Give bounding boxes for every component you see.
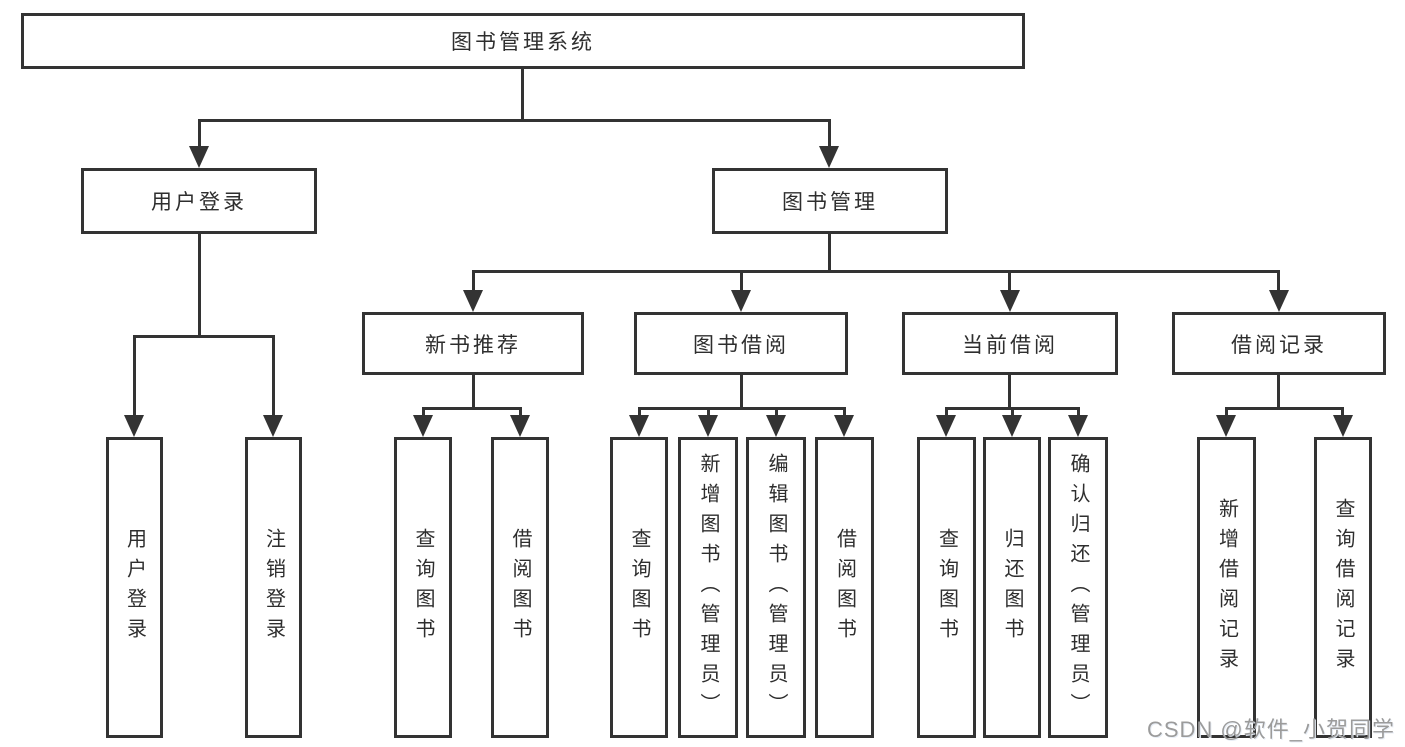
- connector-line: [472, 270, 475, 294]
- connector-line: [1008, 375, 1011, 410]
- system-root-box: 图书管理系统: [21, 13, 1025, 69]
- arrow-down-icon: [834, 415, 854, 437]
- arrow-down-icon: [766, 415, 786, 437]
- leaf-query-borrow-record: 查询借阅记录: [1314, 437, 1372, 738]
- connector-line: [1011, 407, 1014, 417]
- new-book-recommend-box: 新书推荐: [362, 312, 584, 375]
- connector-line: [519, 407, 522, 417]
- arrow-down-icon: [936, 415, 956, 437]
- leaf-add-book-admin: 新增图书（管理员）: [678, 437, 738, 738]
- connector-line: [272, 335, 275, 416]
- leaf-return-book: 归还图书: [983, 437, 1041, 738]
- connector-line: [945, 407, 948, 417]
- arrow-down-icon: [1333, 415, 1353, 437]
- user-login-box: 用户登录: [81, 168, 317, 234]
- arrow-down-icon: [263, 415, 283, 437]
- csdn-watermark: CSDN @软件_小贺同学: [1146, 717, 1395, 742]
- leaf-borrow-book: 借阅图书: [815, 437, 874, 738]
- borrow-record-box: 借阅记录: [1172, 312, 1386, 375]
- connector-line: [1225, 407, 1228, 417]
- book-borrow-box: 图书借阅: [634, 312, 848, 375]
- connector-line: [775, 407, 778, 417]
- leaf-logout-login: 注销登录: [245, 437, 302, 738]
- connector-line: [740, 270, 743, 294]
- arrow-down-icon: [698, 415, 718, 437]
- connector-line: [422, 407, 425, 417]
- connector-line: [1277, 375, 1280, 410]
- connector-line: [198, 234, 201, 338]
- connector-line: [638, 407, 641, 417]
- connector-line: [638, 407, 845, 410]
- connector-line: [1341, 407, 1344, 417]
- leaf-edit-book-admin: 编辑图书（管理员）: [746, 437, 806, 738]
- connector-line: [740, 375, 743, 410]
- leaf-query-book-newrec: 查询图书: [394, 437, 452, 738]
- connector-line: [422, 407, 521, 410]
- arrow-down-icon: [629, 415, 649, 437]
- arrow-down-icon: [731, 290, 751, 312]
- connector-line: [1077, 407, 1080, 417]
- leaf-query-book-borrow: 查询图书: [610, 437, 668, 738]
- connector-line: [198, 119, 830, 122]
- leaf-query-book-current: 查询图书: [917, 437, 976, 738]
- arrow-down-icon: [124, 415, 144, 437]
- connector-line: [843, 407, 846, 417]
- leaf-add-borrow-record: 新增借阅记录: [1197, 437, 1256, 738]
- connector-line: [521, 69, 524, 122]
- arrow-down-icon: [1002, 415, 1022, 437]
- arrow-down-icon: [510, 415, 530, 437]
- connector-line: [1225, 407, 1344, 410]
- leaf-borrow-book-newrec: 借阅图书: [491, 437, 549, 738]
- connector-line: [828, 119, 831, 149]
- connector-line: [1277, 270, 1280, 294]
- arrow-down-icon: [463, 290, 483, 312]
- connector-line: [1008, 270, 1011, 294]
- arrow-down-icon: [1269, 290, 1289, 312]
- connector-line: [472, 375, 475, 410]
- arrow-down-icon: [1216, 415, 1236, 437]
- arrow-down-icon: [1068, 415, 1088, 437]
- connector-line: [828, 234, 831, 273]
- arrow-down-icon: [1000, 290, 1020, 312]
- connector-line: [472, 270, 1280, 273]
- connector-line: [707, 407, 710, 417]
- connector-line: [198, 119, 201, 149]
- arrow-down-icon: [819, 146, 839, 168]
- connector-line: [133, 335, 275, 338]
- current-borrow-box: 当前借阅: [902, 312, 1118, 375]
- leaf-user-login: 用户登录: [106, 437, 163, 738]
- arrow-down-icon: [413, 415, 433, 437]
- arrow-down-icon: [189, 146, 209, 168]
- connector-line: [133, 335, 136, 416]
- book-management-box: 图书管理: [712, 168, 948, 234]
- leaf-confirm-return-admin: 确认归还（管理员）: [1048, 437, 1108, 738]
